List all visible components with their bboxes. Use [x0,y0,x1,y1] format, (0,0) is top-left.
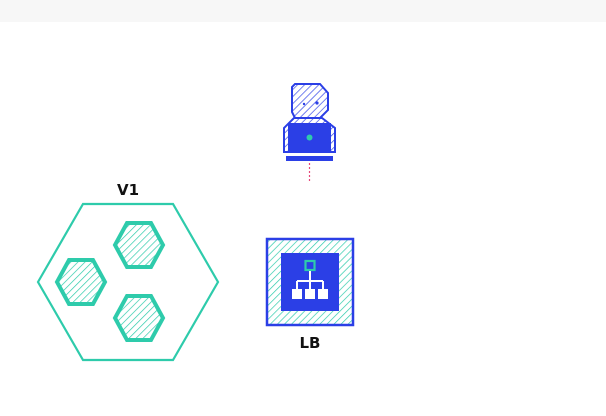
lb-root-node [304,259,316,272]
user-ear [302,102,306,106]
laptop-base [286,156,333,161]
cluster-outline [36,202,220,362]
service-hexagon-top [112,221,166,269]
lb-leaf-mid [305,289,315,299]
hexagon-cluster-icon [36,202,220,362]
load-balancer-icon [265,237,355,327]
cluster-label: V1 [117,181,139,199]
user-eye [315,101,319,105]
load-balancer-label: LB [300,334,321,352]
lb-leaf-left [292,289,302,299]
user-head [291,83,329,119]
lb-leaf-right [318,289,328,299]
laptop-dot [306,134,313,141]
service-hexagon-left [54,258,108,306]
user-laptop-icon [283,83,336,161]
top-bar [0,0,606,22]
service-hexagon-bottom [112,294,166,342]
